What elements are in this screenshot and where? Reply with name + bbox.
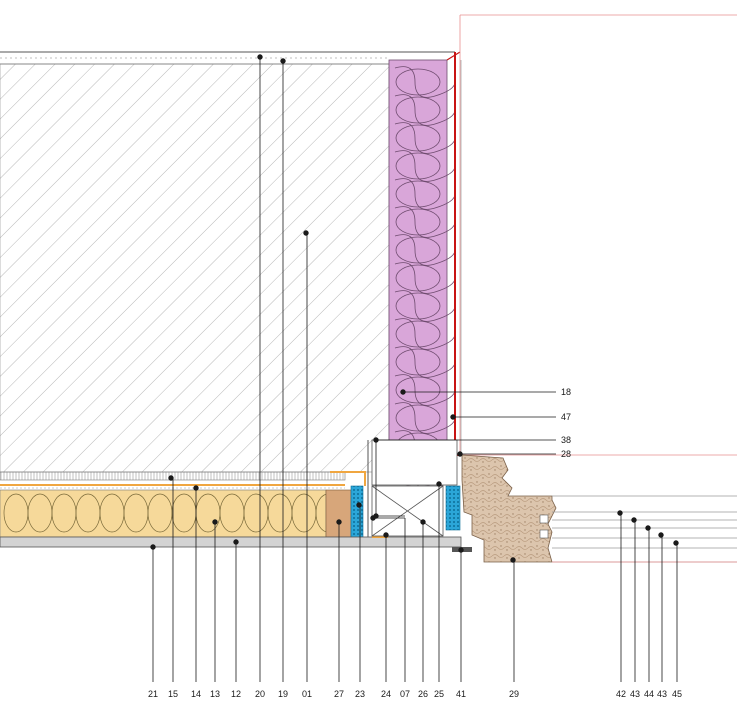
glazing	[552, 495, 737, 563]
callout-label-bottom-12: 07	[400, 689, 410, 699]
callout-label-bottom-16: 29	[509, 689, 519, 699]
callout-label-right-3: 38	[561, 435, 571, 445]
callout-label-bottom-8: 01	[302, 689, 312, 699]
callout-label-bottom-13: 26	[418, 689, 428, 699]
callout-label-bottom-5: 12	[231, 689, 241, 699]
callout-label-bottom-21: 45	[672, 689, 682, 699]
callout-label-bottom-2: 15	[168, 689, 178, 699]
callout-label-bottom-19: 44	[644, 689, 654, 699]
leader-lines	[150, 54, 679, 682]
blue-seal-right	[445, 485, 461, 531]
callout-label-bottom-18: 43	[630, 689, 640, 699]
callout-label-bottom-15: 41	[456, 689, 466, 699]
timber-batten	[325, 489, 352, 538]
callout-label-right-4: 28	[561, 449, 571, 459]
callout-label-bottom-3: 14	[191, 689, 201, 699]
callout-label-bottom-10: 23	[355, 689, 365, 699]
callout-label-bottom-6: 20	[255, 689, 265, 699]
blue-seal	[350, 485, 364, 539]
reveal-outline	[459, 14, 737, 456]
glass-bead-1	[539, 514, 549, 524]
callout-label-right-2: 47	[561, 412, 571, 422]
callout-label-bottom-20: 43	[657, 689, 667, 699]
frame-cross-2	[371, 485, 444, 537]
callout-label-bottom-4: 13	[210, 689, 220, 699]
window-frame-profile	[461, 454, 557, 563]
callout-label-bottom-14: 25	[434, 689, 444, 699]
callout-label-bottom-9: 27	[334, 689, 344, 699]
ceiling-board	[0, 536, 462, 548]
callout-label-bottom-7: 19	[278, 689, 288, 699]
pink-insulation	[388, 59, 448, 477]
yellow-insulation	[0, 489, 327, 538]
glass-bead-2	[539, 529, 549, 539]
callout-label-bottom-1: 21	[148, 689, 158, 699]
membrane-orange	[0, 484, 345, 486]
concrete-slab	[0, 63, 390, 473]
callout-label-bottom-17: 42	[616, 689, 626, 699]
callout-label-right-1: 18	[561, 387, 571, 397]
callout-label-bottom-11: 24	[381, 689, 391, 699]
red-render-line-top	[446, 51, 461, 61]
frame-box-upper	[371, 439, 458, 486]
